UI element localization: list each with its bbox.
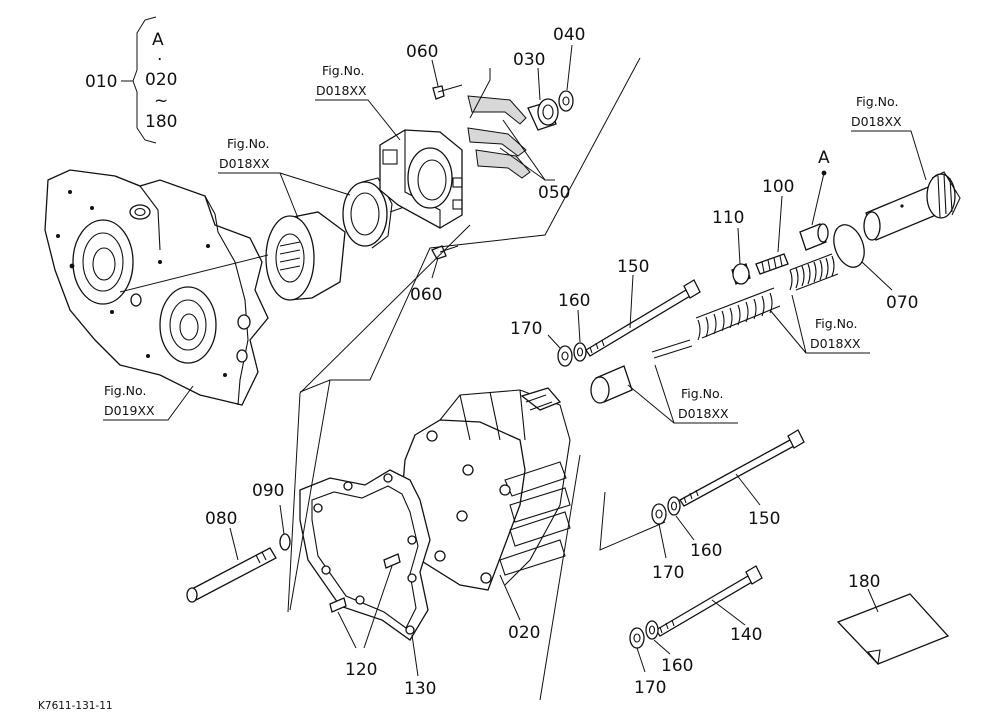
range-brace (132, 16, 157, 144)
fig-ref-springs: Fig.No. D018XX (769, 294, 870, 354)
piston (590, 339, 693, 404)
callout-070: 070 (886, 293, 918, 313)
fig-ref-sleeve-line2: D018XX (851, 114, 902, 129)
range-to: 180 (145, 112, 177, 132)
range-block: 010 A · 020 ~ 180 (85, 16, 177, 144)
nut-110 (731, 263, 751, 285)
callout-150-top: 150 (617, 257, 649, 277)
fig-ref-d019: Fig.No. D019XX (103, 383, 194, 421)
gasket-130 (299, 469, 431, 641)
drum (265, 177, 393, 301)
callout-060-bottom: 060 (410, 285, 442, 305)
dowel-pins-120 (329, 553, 401, 613)
callout-110: 110 (712, 208, 744, 228)
fig-ref-springs-line2: D018XX (810, 336, 861, 351)
callout-160-mid: 160 (690, 541, 722, 561)
washer-160-top (573, 342, 587, 362)
diagram-code: K7611-131-11 (38, 700, 113, 712)
callout-130: 130 (404, 679, 436, 699)
spring-inner (695, 287, 781, 341)
o-ring-090 (279, 533, 291, 551)
callout-010: 010 (85, 72, 117, 92)
washer-160-bottom (645, 620, 659, 640)
control-body (399, 387, 571, 591)
range-from: 020 (145, 70, 177, 90)
callout-120: 120 (345, 660, 377, 680)
fig-ref-piston-line2: D018XX (678, 406, 729, 421)
callout-150-mid: 150 (748, 509, 780, 529)
bolt-150-top (585, 279, 701, 357)
pin-A (799, 223, 829, 251)
washer-170-top (557, 345, 573, 367)
callout-090: 090 (252, 481, 284, 501)
fig-ref-sleeve-line1: Fig.No. (856, 94, 898, 109)
screw-060-top (431, 59, 463, 100)
callout-170-mid: 170 (652, 563, 684, 583)
washer-160-mid (667, 496, 681, 516)
callout-020: 020 (508, 623, 540, 643)
o-ring-070 (833, 224, 865, 268)
callout-100: 100 (762, 177, 794, 197)
callout-060-top: 060 (406, 42, 438, 62)
plunger-100 (755, 253, 789, 275)
washer-040 (558, 90, 574, 112)
washer-170-bottom (629, 627, 645, 649)
bolt-150-mid (679, 429, 805, 507)
range-dot: · (157, 50, 162, 70)
callout-030: 030 (513, 50, 545, 70)
callout-040: 040 (553, 25, 585, 45)
fig-ref-drum-line2: D018XX (219, 156, 270, 171)
callout-180: 180 (848, 572, 880, 592)
callout-A: A (818, 148, 830, 168)
fig-ref-piston-line1: Fig.No. (681, 386, 723, 401)
range-tilde: ~ (154, 91, 168, 111)
callout-160-top: 160 (558, 291, 590, 311)
bolt-140 (655, 565, 763, 637)
bearing-housing (379, 129, 463, 229)
callout-050: 050 (538, 183, 570, 203)
callout-080: 080 (205, 509, 237, 529)
sleeve (863, 171, 961, 241)
needle-bearing-030 (527, 98, 559, 131)
fig-ref-d019-line1: Fig.No. (104, 383, 146, 398)
callout-140: 140 (730, 625, 762, 645)
spring-outer (789, 253, 839, 291)
fig-ref-housing-line2: D018XX (316, 83, 367, 98)
callout-170-bottom: 170 (634, 678, 666, 698)
range-top: A (152, 30, 164, 50)
screw-060-bottom (431, 245, 459, 279)
fig-ref-drum: Fig.No. D018XX (218, 136, 351, 219)
fig-ref-housing: Fig.No. D018XX (315, 63, 401, 141)
callout-160-bottom: 160 (661, 656, 693, 676)
label-sheet-180 (836, 593, 950, 666)
shaft-080 (186, 547, 277, 603)
fig-ref-springs-line1: Fig.No. (815, 316, 857, 331)
fig-ref-drum-line1: Fig.No. (227, 136, 269, 151)
fig-ref-housing-line1: Fig.No. (322, 63, 364, 78)
fig-ref-piston: Fig.No. D018XX (627, 364, 738, 424)
front-housing (44, 169, 269, 406)
fig-ref-d019-line2: D019XX (104, 403, 155, 418)
thrust-plates (467, 95, 531, 179)
fig-ref-sleeve: Fig.No. D018XX (851, 94, 927, 181)
washer-170-mid (651, 503, 667, 525)
callout-170-top: 170 (510, 319, 542, 339)
